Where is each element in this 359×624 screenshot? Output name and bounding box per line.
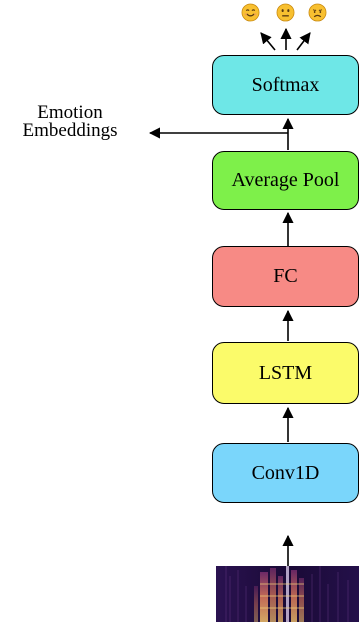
average-pool-block: Average Pool [212, 151, 359, 210]
fc-label: FC [273, 265, 298, 287]
conv1d-block: Conv1D [212, 443, 359, 503]
lstm-block: LSTM [212, 342, 359, 404]
softmax-block: Softmax [212, 55, 359, 115]
lstm-label: LSTM [258, 361, 313, 384]
emotion-embeddings-label: Emotion Embeddings [2, 102, 138, 141]
spectrogram-image [216, 566, 359, 622]
conv1d-label: Conv1D [251, 461, 320, 484]
arrow-softmax-to-emoji-left [260, 32, 276, 51]
emotion-embeddings-line2: Embeddings [22, 120, 118, 141]
arrow-softmax-to-emoji-right [296, 32, 311, 51]
happy-face-icon [241, 3, 260, 22]
average-pool-label: Average Pool [231, 169, 340, 191]
fc-block: FC [212, 246, 359, 307]
softmax-label: Softmax [251, 73, 320, 96]
sad-face-icon [308, 3, 327, 22]
emotion-embeddings-line1: Emotion [37, 102, 103, 123]
neutral-face-icon [276, 3, 295, 22]
